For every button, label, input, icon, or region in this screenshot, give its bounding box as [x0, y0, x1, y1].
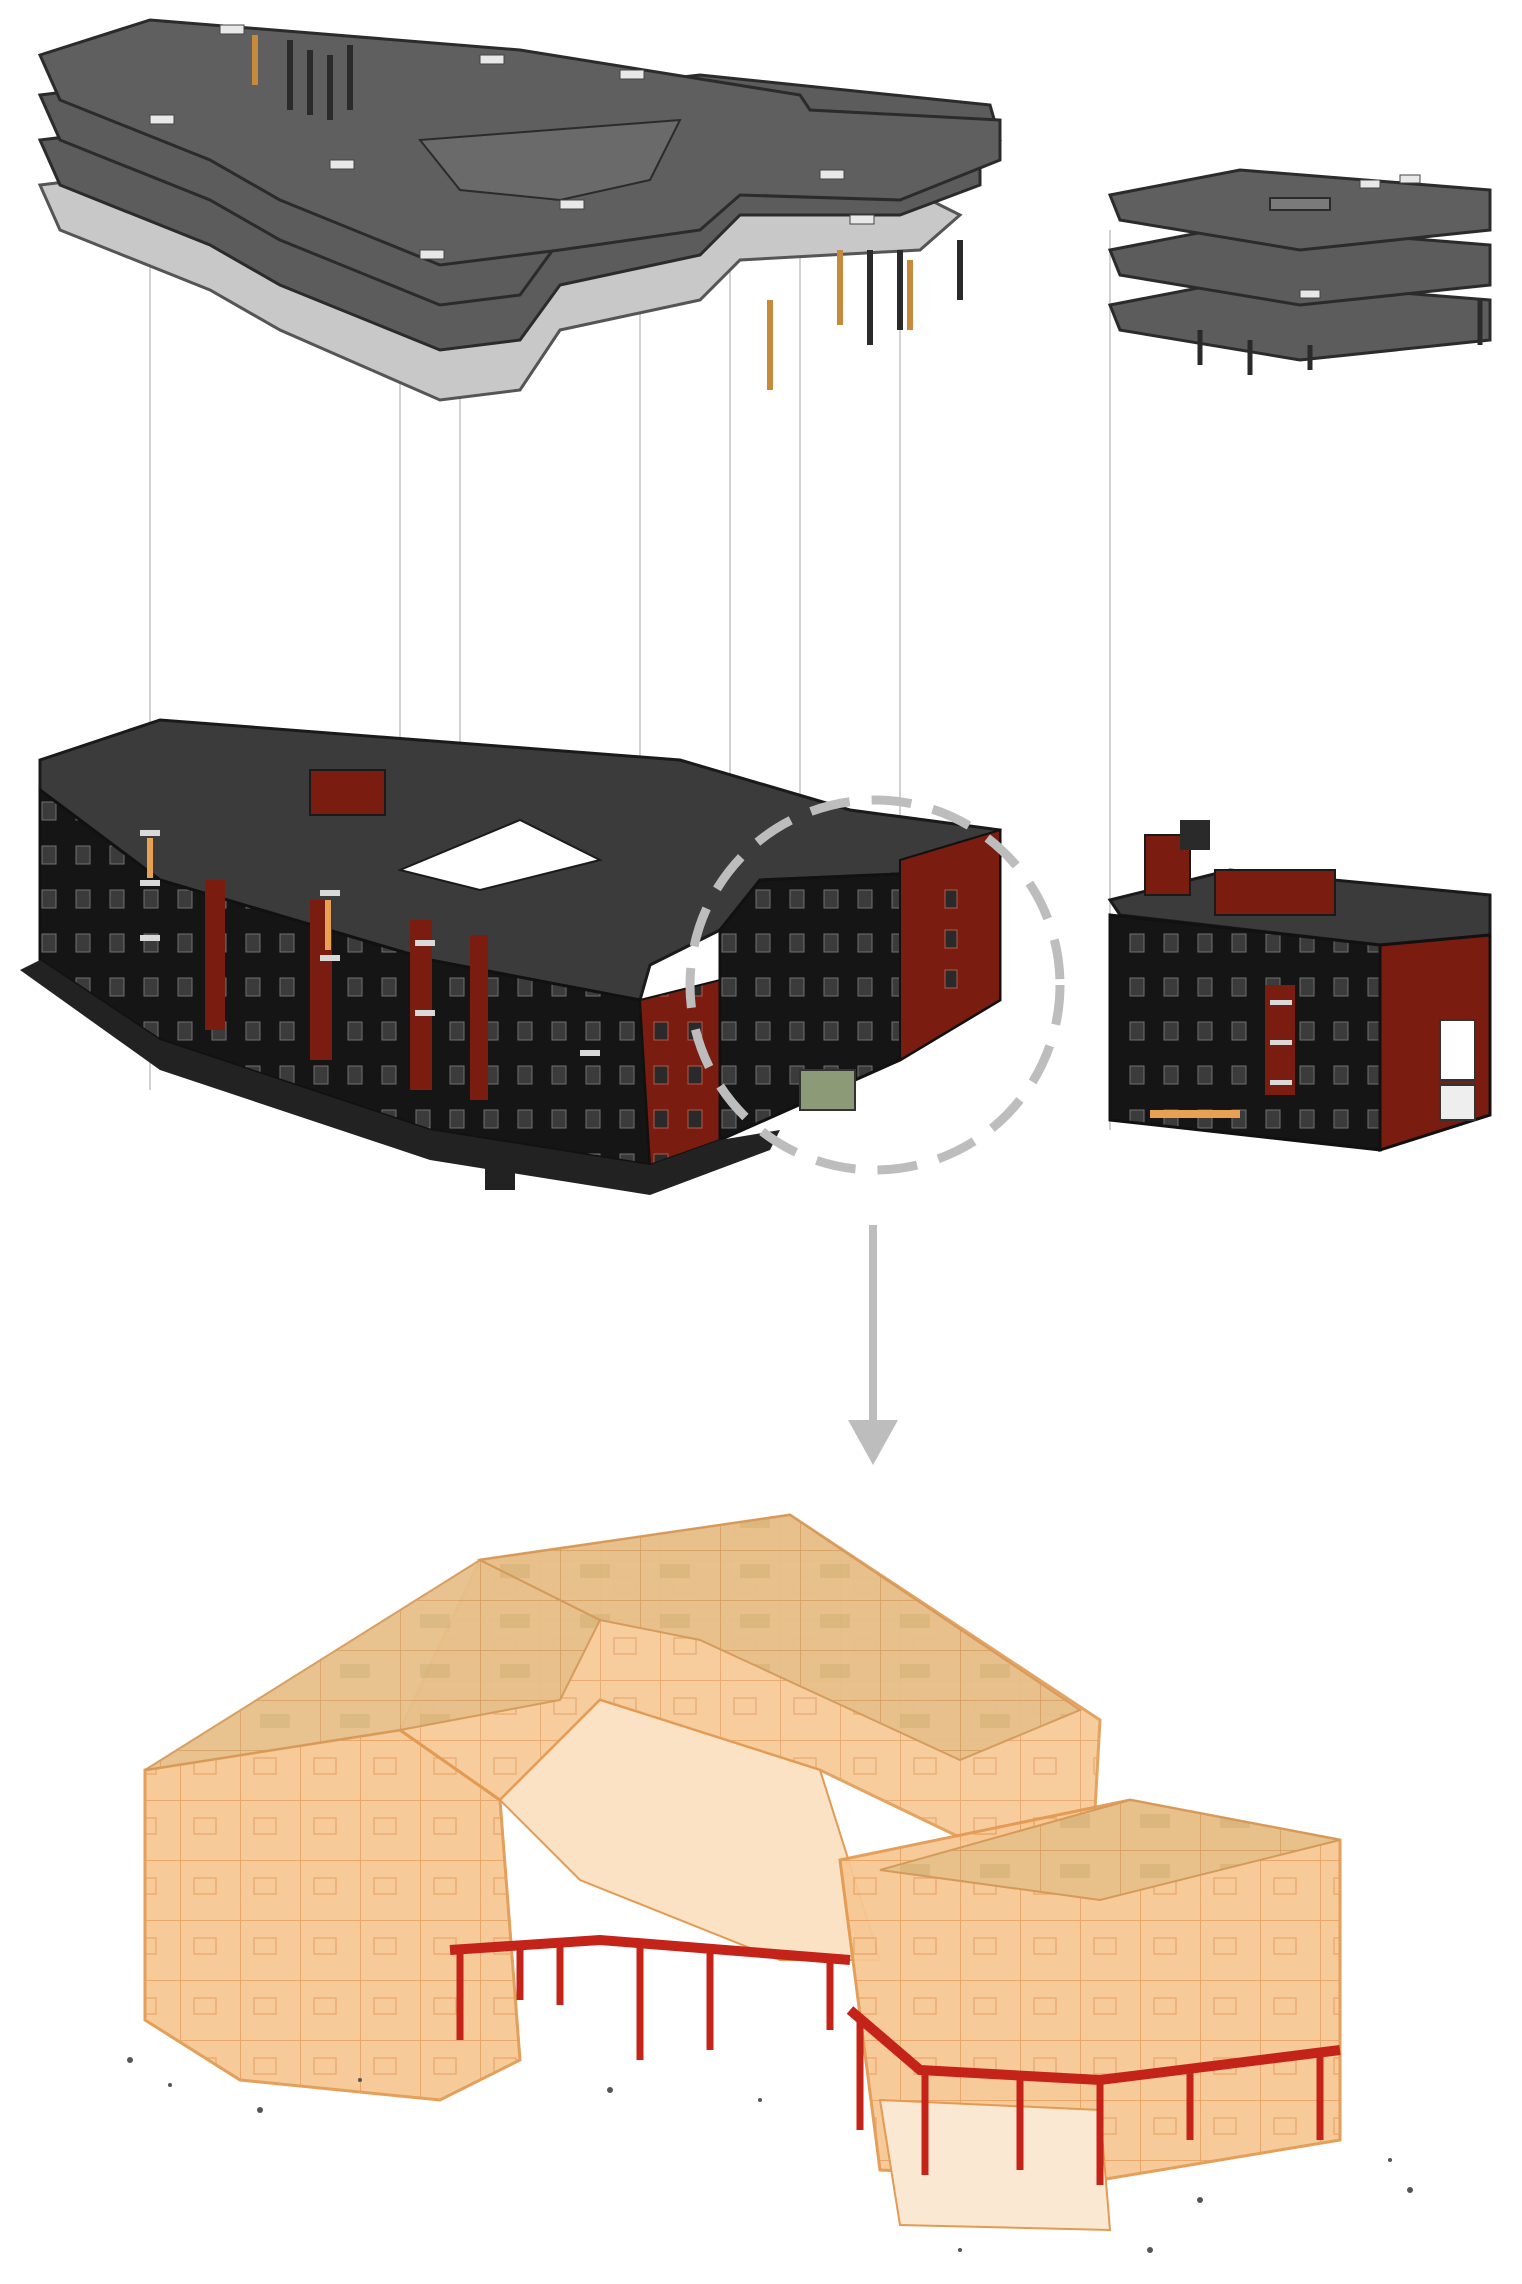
- entrance-glass: [799, 1069, 856, 1111]
- structural-frame: [127, 1513, 1413, 2253]
- frame-left-block: [143, 1728, 522, 2102]
- down-arrow: [848, 1225, 898, 1465]
- floor-slabs-annex: [1107, 168, 1492, 375]
- floor-slabs-main: [37, 18, 1002, 402]
- annex-rooftop-block: [1214, 869, 1336, 916]
- transfer-columns: [456, 1943, 1324, 2185]
- transfer-beams: [449, 1934, 1341, 2086]
- building-main: [20, 718, 1002, 1195]
- frame-roof-rear: [476, 1513, 1083, 1762]
- main-brick-corner: [638, 978, 721, 1167]
- building-annex: [1107, 820, 1492, 1153]
- focus-circle: [685, 795, 1065, 1175]
- frame-roof-left: [144, 1558, 602, 1771]
- rooftop-unit: [309, 769, 386, 816]
